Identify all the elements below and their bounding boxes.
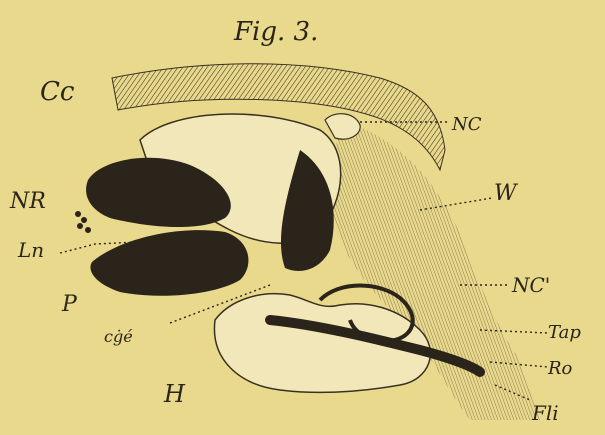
label-fli: Fli [531,401,559,425]
label-nc: NC [451,114,482,135]
label-tap: Tap [548,322,581,343]
label-w: W [494,181,519,206]
label-p: P [61,292,78,317]
label-ro: Ro [547,358,573,379]
label-h: H [163,380,186,408]
label-nr: NR [9,189,46,214]
label-ln: Ln [17,238,44,262]
label-cc: Cc [40,77,75,107]
label-nc-prime: NC' [511,273,550,297]
label-cge: cġé [104,327,133,346]
figure-title: Fig. 3. [233,17,318,47]
